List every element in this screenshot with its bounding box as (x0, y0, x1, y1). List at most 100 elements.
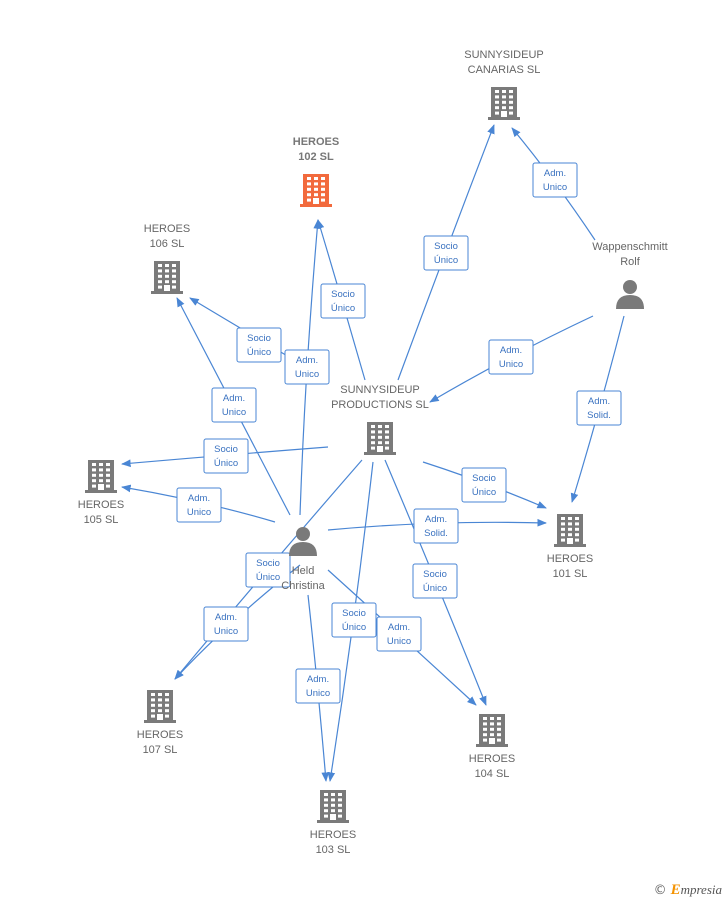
edge-label-line: Socio (472, 473, 496, 484)
edge-label-line: Socio (342, 608, 366, 619)
edge-label-line: Unico (543, 182, 567, 193)
edge-label-line: Unico (295, 369, 319, 380)
node-label: Christina (281, 580, 325, 592)
edge-label-line: Socio (423, 569, 447, 580)
edge-label-line: Único (342, 622, 366, 633)
edge-label-line: Socio (434, 241, 458, 252)
edge-label-line: Único (331, 303, 355, 314)
node-label: 101 SL (553, 568, 588, 580)
node-label: 106 SL (150, 238, 185, 250)
node-label: HEROES (78, 499, 124, 511)
edge-label-line: Adm. (425, 514, 447, 525)
node-label: 107 SL (143, 744, 178, 756)
building-icon (476, 714, 508, 747)
node-label: HEROES (137, 729, 183, 741)
node-heroes-107[interactable]: HEROES 107 SL (137, 690, 183, 756)
edge-label-line: Unico (187, 507, 211, 518)
node-label: HEROES (547, 553, 593, 565)
building-icon (364, 422, 396, 455)
edge-label-line: Único (256, 572, 280, 583)
node-label: 104 SL (475, 768, 510, 780)
edge-label-line: Unico (306, 688, 330, 699)
edge-label-line: Único (472, 487, 496, 498)
edge-label[interactable]: Adm. Unico (532, 162, 578, 198)
building-icon (144, 690, 176, 723)
edge-label-line: Adm. (296, 355, 318, 366)
edge-label-line: Único (247, 347, 271, 358)
edge-label[interactable]: Adm. Unico (211, 387, 257, 423)
node-heroes-104[interactable]: HEROES 104 SL (469, 714, 515, 780)
node-heroes-103[interactable]: HEROES 103 SL (310, 790, 356, 856)
edge-label-line: Adm. (307, 674, 329, 685)
node-label: 102 SL (298, 151, 334, 163)
node-label: 105 SL (84, 514, 119, 526)
edge-label[interactable]: Adm. Unico (203, 606, 249, 642)
edge-label-line: Único (423, 583, 447, 594)
node-heroes-102[interactable]: HEROES 102 SL (293, 136, 339, 207)
node-heroes-105[interactable]: HEROES 105 SL (78, 460, 124, 526)
edge-label-line: Adm. (188, 493, 210, 504)
edge-label[interactable]: Adm. Unico (284, 349, 330, 385)
edge-label-line: Adm. (544, 168, 566, 179)
edge-label-line: Socio (247, 333, 271, 344)
edge-label-line: Unico (222, 407, 246, 418)
person-icon (616, 280, 644, 309)
node-label: 103 SL (316, 844, 351, 856)
building-icon (85, 460, 117, 493)
node-label: Rolf (620, 256, 641, 268)
edge-label[interactable]: Adm. Unico (176, 487, 222, 523)
node-heroes-101[interactable]: HEROES 101 SL (547, 514, 593, 580)
edge-label-line: Adm. (500, 345, 522, 356)
node-sunnysideup-canarias[interactable]: SUNNYSIDEUP CANARIAS SL (464, 49, 544, 120)
person-icon (289, 527, 317, 556)
edge-label[interactable]: Adm. Solid. (576, 390, 622, 426)
edge-label-line: Socio (256, 558, 280, 569)
building-icon (554, 514, 586, 547)
brand-name: mpresia (680, 882, 722, 897)
edge-label-line: Unico (214, 626, 238, 637)
node-label: SUNNYSIDEUP (340, 384, 419, 396)
node-label: CANARIAS SL (468, 64, 541, 76)
edge-label[interactable]: Adm. Unico (488, 339, 534, 375)
brand-logo: Empresia (671, 882, 722, 899)
building-icon (300, 174, 332, 207)
node-label: HEROES (469, 753, 515, 765)
node-label: Held (292, 565, 315, 577)
edge-label[interactable]: Adm. Solid. (413, 508, 459, 544)
edge-label-line: Adm. (215, 612, 237, 623)
edge-label-line: Adm. (223, 393, 245, 404)
edge-label-line: Unico (387, 636, 411, 647)
edge-label-line: Solid. (424, 528, 448, 539)
node-label: SUNNYSIDEUP (464, 49, 543, 61)
node-label: HEROES (310, 829, 356, 841)
node-label: HEROES (293, 136, 339, 148)
building-icon (151, 261, 183, 294)
edge-label-line: Adm. (388, 622, 410, 633)
edge-label-line: Socio (331, 289, 355, 300)
edge-label-line: Unico (499, 359, 523, 370)
edge-label-line: Único (434, 255, 458, 266)
edge-label-line: Solid. (587, 410, 611, 421)
edge-labels-layer: SocioÚnicoAdm.UnicoAdm.UnicoAdm.Solid.So… (176, 162, 622, 704)
edge-label[interactable]: Adm. Unico (295, 668, 341, 704)
edge-label-line: Adm. (588, 396, 610, 407)
node-label: Wappenschmitt (592, 241, 667, 253)
footer-brand[interactable]: © Empresia (654, 882, 722, 899)
edge-label-line: Socio (214, 444, 238, 455)
brand-initial: E (670, 882, 681, 898)
edge-label[interactable]: Adm. Unico (376, 616, 422, 652)
